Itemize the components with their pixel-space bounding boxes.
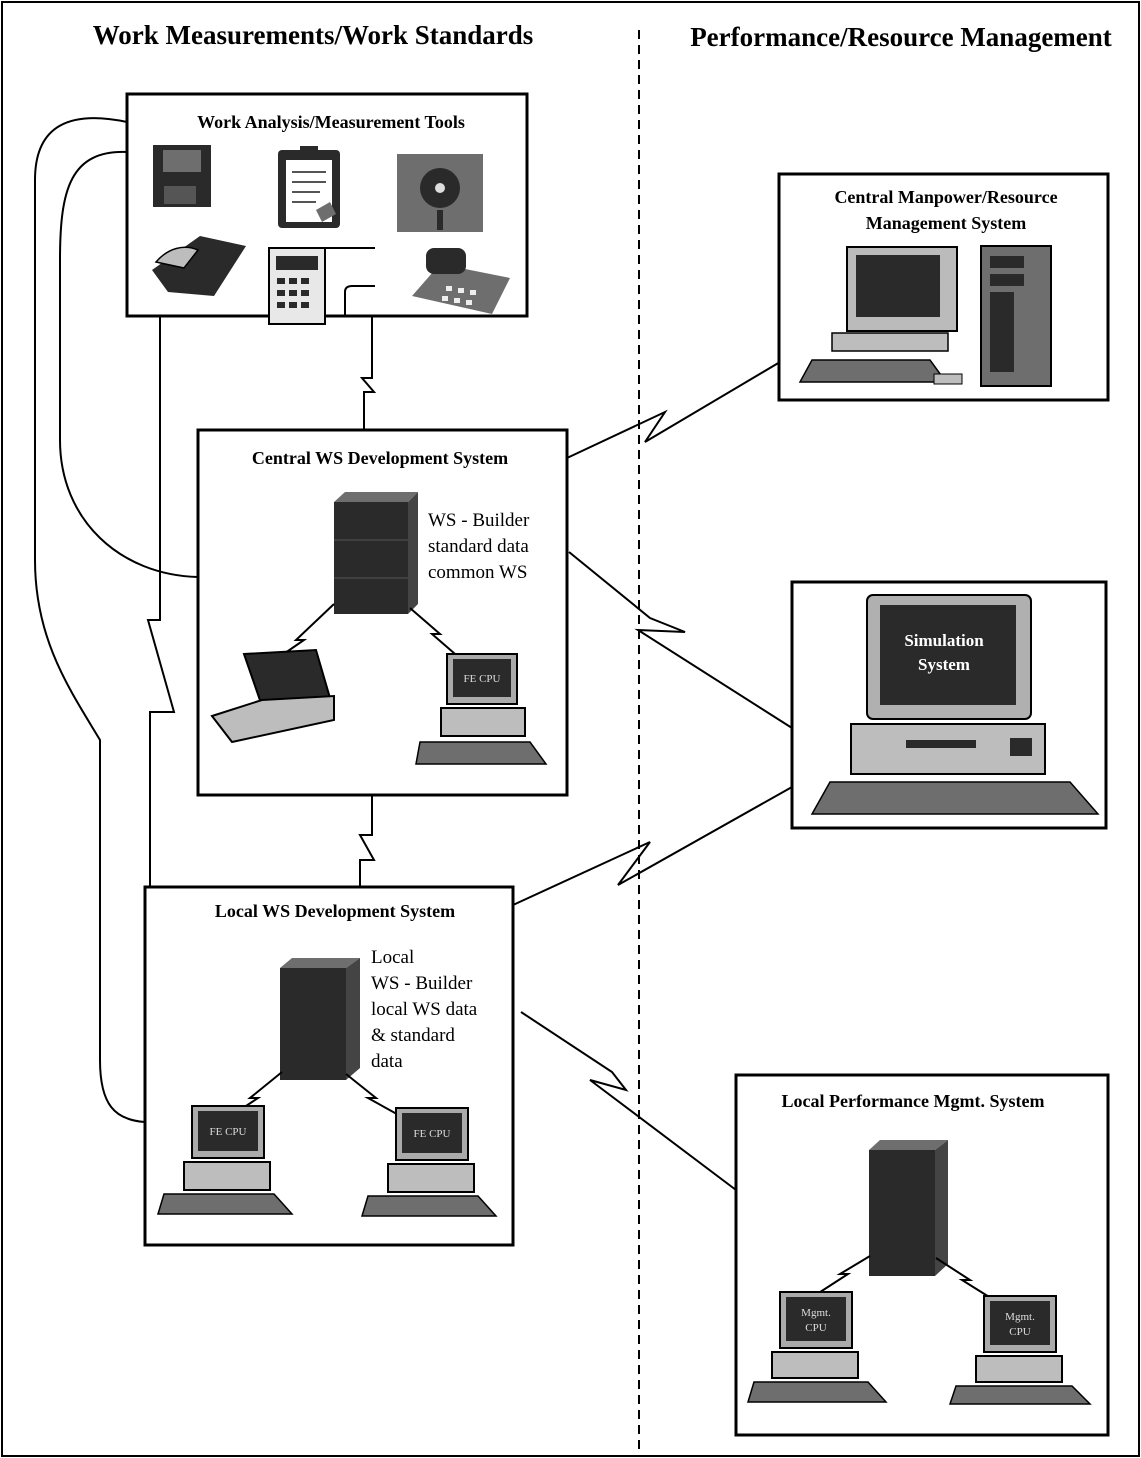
central-manpower-box: Central Manpower/Resource Management Sys… [777,172,1110,402]
laptop-icon [210,648,335,744]
local-ws-title: Local WS Development System [215,901,455,921]
central-fe-cpu-label: FE CPU [464,673,501,685]
connectors [34,117,793,1191]
local-server-right-link [345,1073,405,1119]
hand-scanner-icon [152,236,246,296]
floppy-disk-icon [153,145,211,207]
adding-machine-icon [412,248,510,314]
local-ws-box: Local WS Development System Local WS - B… [143,885,515,1247]
performance-server-right-link [935,1257,995,1301]
simulation-screen-line2: System [918,655,970,674]
mgmt-cpu-left-icon: Mgmt. CPU [746,1291,888,1403]
local-performance-title: Local Performance Mgmt. System [782,1091,1045,1111]
local-fe-cpu-right-icon: FE CPU [360,1107,498,1217]
local-ws-desc-line5: data [371,1051,403,1072]
mgmt-cpu-right-line1: Mgmt. [1005,1311,1035,1323]
central-ws-desc-line3: common WS [428,562,527,583]
tools-to-central-curve [59,150,199,578]
local-to-simulation-link [512,786,793,906]
header-work-measurements: Work Measurements/Work Standards [93,20,534,50]
tools-box-title: Work Analysis/Measurement Tools [197,112,465,132]
central-ws-desc-line1: WS - Builder [428,510,530,531]
simulation-screen-line1: Simulation [904,631,984,650]
fe-cpu-workstation-icon: FE CPU [415,653,548,765]
tools-to-local-line [146,316,176,887]
disk-icon [397,154,483,232]
central-to-simulation-link [568,551,793,729]
mgmt-cpu-right-line2: CPU [1009,1326,1030,1338]
header-performance-management: Performance/Resource Management [690,22,1112,52]
local-performance-box: Local Performance Mgmt. System Mgmt. CPU… [734,1073,1110,1437]
data-collector-icon [268,247,375,325]
mgmt-cpu-left-line1: Mgmt. [801,1307,831,1319]
central-ws-box: Central WS Development System WS - Build… [196,428,569,797]
tower-computer-icon [980,245,1052,387]
local-ws-desc-line1: Local [371,947,414,968]
local-server-icon [280,958,360,1080]
local-ws-desc-line3: local WS data [371,999,478,1020]
central-server-icon [334,492,418,614]
central-manpower-title-line2: Management System [866,213,1026,233]
performance-server-icon [869,1140,948,1276]
mgmt-cpu-right-icon: Mgmt. CPU [948,1295,1092,1405]
local-ws-desc-line4: & standard [371,1025,455,1046]
central-to-manpower-link [566,361,781,459]
central-manpower-title-line1: Central Manpower/Resource [834,187,1057,207]
performance-server-left-link [813,1255,871,1297]
local-fe-cpu-left-icon: FE CPU [156,1105,294,1215]
desktop-computer-icon [798,246,963,385]
tools-to-local-curve [34,117,146,1123]
local-fe-cpu-right-label: FE CPU [414,1128,451,1140]
local-to-performance-link [520,1011,737,1191]
mgmt-cpu-left-line2: CPU [805,1322,826,1334]
tools-to-central-link [359,316,377,430]
central-ws-desc-line2: standard data [428,536,529,557]
clipboard-icon [278,146,340,228]
tools-box: Work Analysis/Measurement Tools [125,92,529,325]
local-ws-desc-line2: WS - Builder [371,973,473,994]
central-to-local-link [358,795,376,887]
simulation-box: Simulation System [790,580,1108,830]
central-server-pc-link [409,607,463,661]
simulation-computer-icon: Simulation System [810,594,1100,815]
local-fe-cpu-left-label: FE CPU [210,1126,247,1138]
central-ws-title: Central WS Development System [252,448,508,468]
